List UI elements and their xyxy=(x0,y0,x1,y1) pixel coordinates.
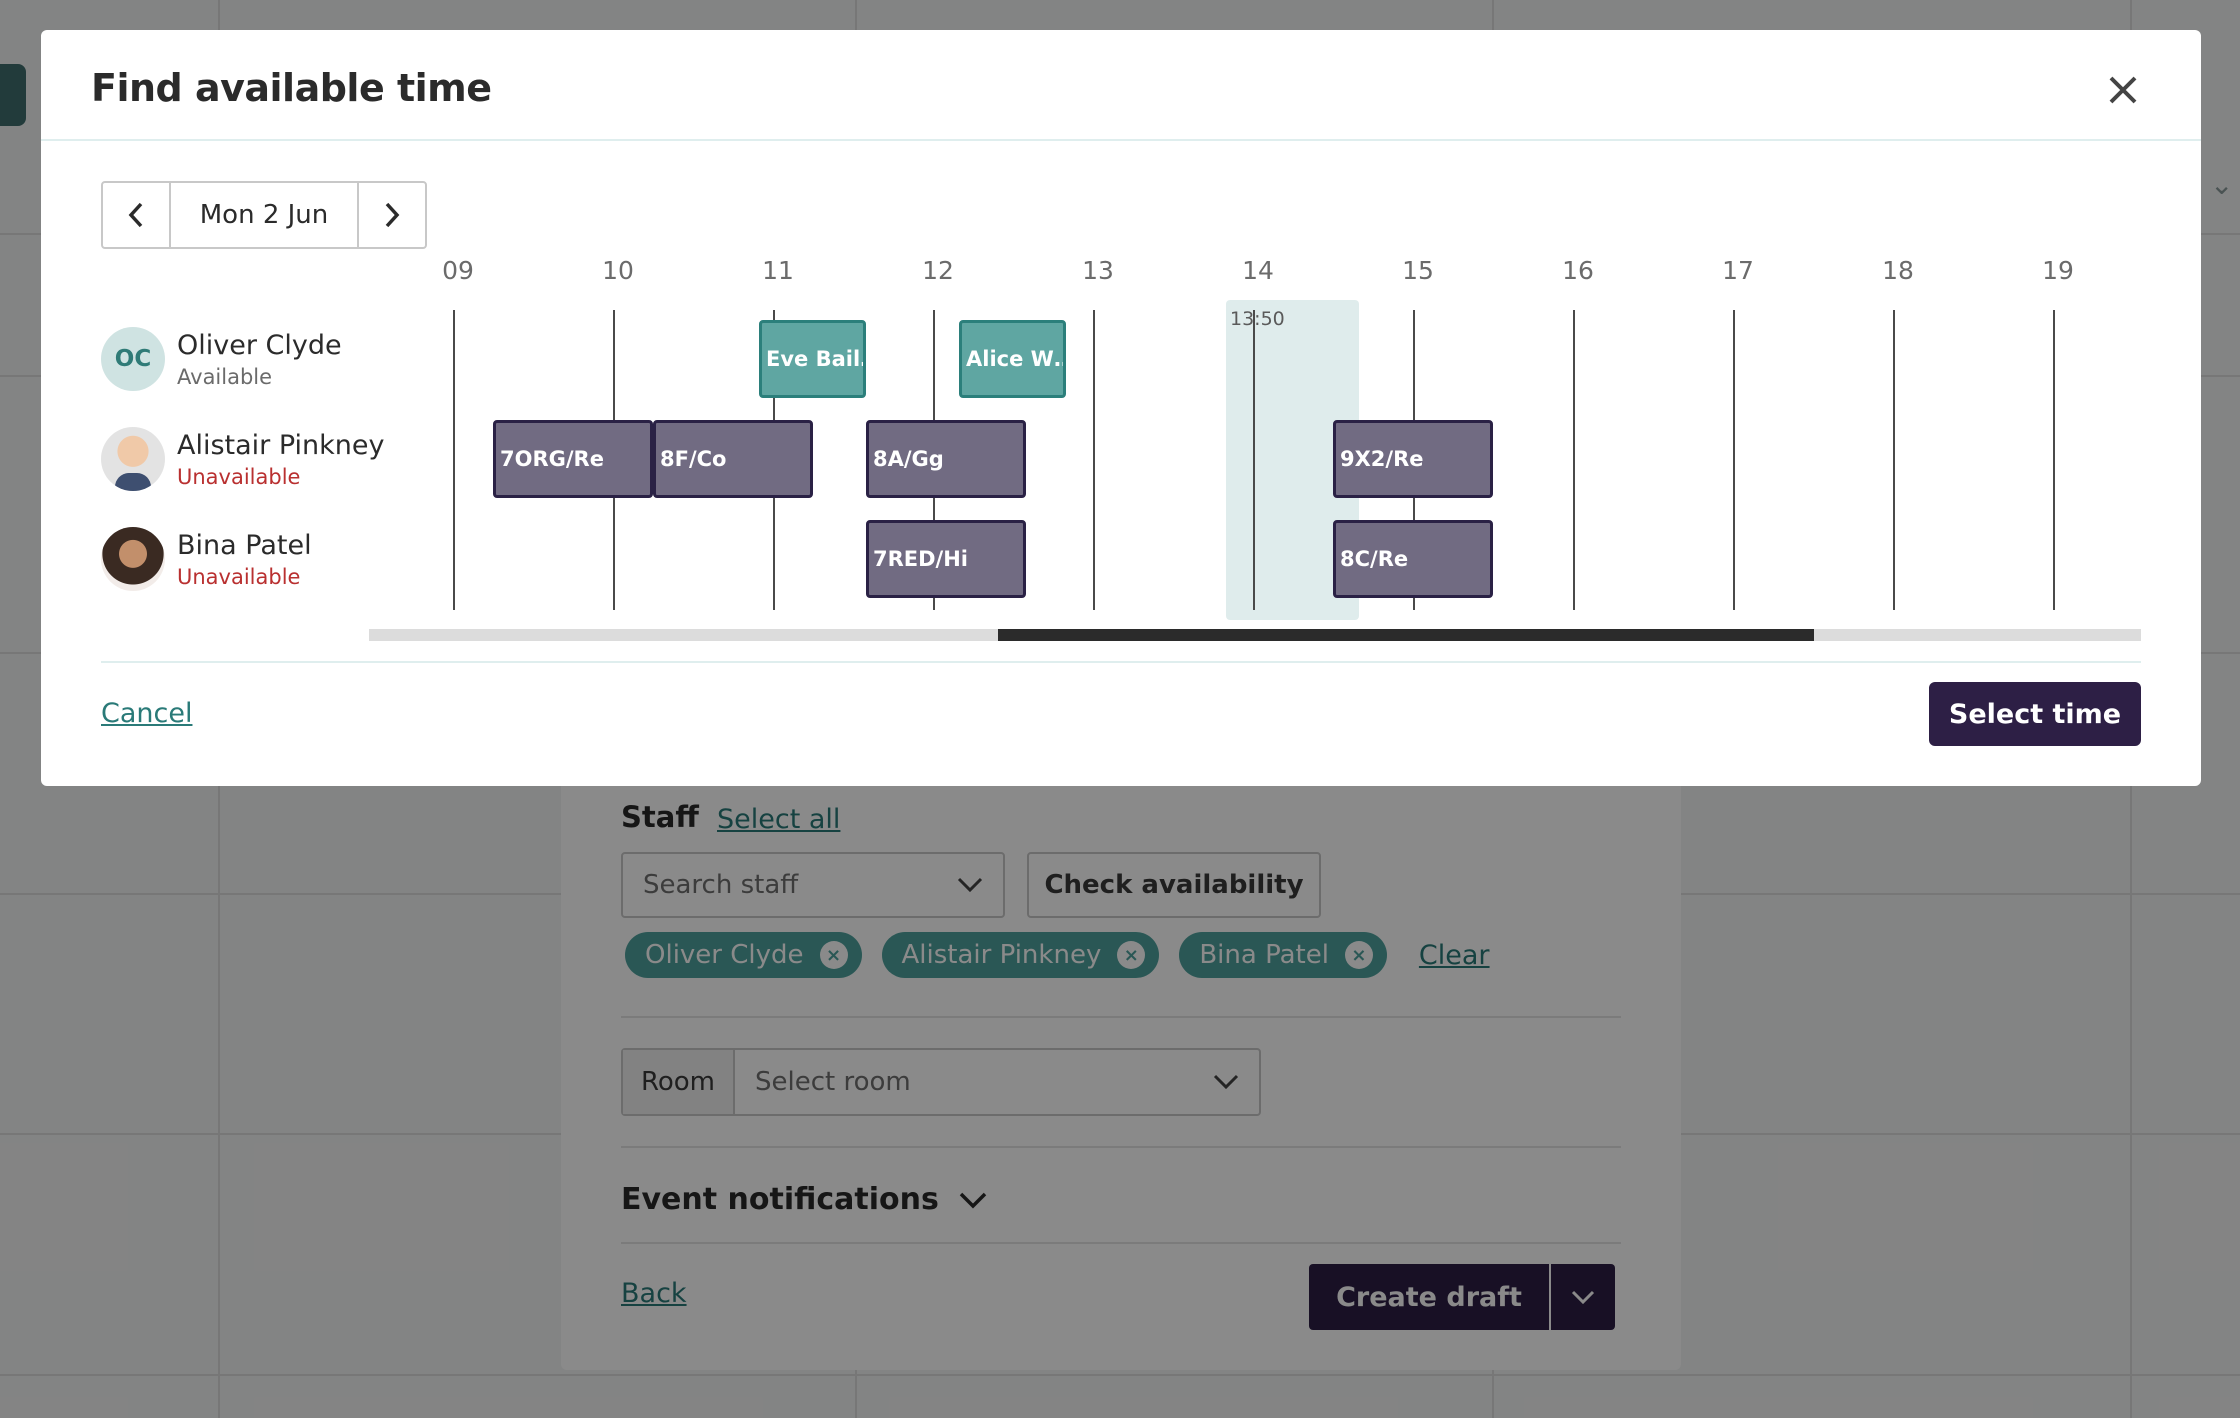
date-navigator: Mon 2 Jun xyxy=(101,181,427,249)
chevron-right-icon xyxy=(385,202,400,228)
chevron-left-icon xyxy=(128,202,143,228)
availability-status: Unavailable xyxy=(177,464,301,489)
hour-label: 15 xyxy=(1402,256,1434,285)
chevron-down-icon xyxy=(1213,1074,1239,1090)
calendar-event[interactable]: Alice W… xyxy=(959,320,1066,398)
remove-chip-icon[interactable]: × xyxy=(1117,941,1146,969)
person-name: Oliver Clyde xyxy=(177,329,342,361)
hour-gridline xyxy=(1573,310,1575,610)
calendar-event[interactable]: 8A/Gg xyxy=(866,420,1026,498)
chip-label: Bina Patel xyxy=(1199,940,1329,970)
room-placeholder: Select room xyxy=(755,1067,911,1097)
clear-staff-link[interactable]: Clear xyxy=(1418,939,1490,971)
chip-label: Alistair Pinkney xyxy=(901,940,1102,970)
hour-label: 10 xyxy=(602,256,634,285)
current-time-label: 13:50 xyxy=(1230,308,1285,330)
room-field[interactable]: Room Select room xyxy=(621,1048,1261,1116)
select-all-link[interactable]: Select all xyxy=(717,804,841,835)
availability-timeline: 13:50 09 10 11 12 13 14 15 16 17 18 19 O… xyxy=(41,30,2201,670)
divider xyxy=(621,1146,1621,1148)
select-time-button[interactable]: Select time xyxy=(1929,682,2141,746)
modal-header: Find available time xyxy=(41,30,2201,141)
calendar-event[interactable]: 7ORG/Re xyxy=(493,420,653,498)
divider xyxy=(621,1242,1621,1244)
hour-label: 19 xyxy=(2042,256,2074,285)
chevron-down-icon[interactable]: ⌄ xyxy=(2210,168,2234,201)
chevron-down-icon xyxy=(1571,1290,1595,1304)
room-label: Room xyxy=(623,1050,735,1114)
create-draft-menu-button[interactable] xyxy=(1551,1264,1615,1330)
staff-chip: Alistair Pinkney × xyxy=(881,932,1160,978)
calendar-event[interactable]: 9X2/Re xyxy=(1333,420,1493,498)
search-staff-placeholder: Search staff xyxy=(643,870,799,900)
chevron-down-icon xyxy=(957,877,983,893)
hour-gridline xyxy=(2053,310,2055,610)
create-draft-split-button: Create draft xyxy=(1309,1264,1615,1330)
remove-chip-icon[interactable]: × xyxy=(1344,941,1373,969)
current-date: Mon 2 Jun xyxy=(169,183,359,247)
event-form-card: Staff Select all Search staff Check avai… xyxy=(561,720,1681,1370)
event-notifications-label: Event notifications xyxy=(621,1182,939,1217)
remove-chip-icon[interactable]: × xyxy=(819,941,848,969)
avatar xyxy=(101,527,165,591)
hour-gridline xyxy=(1093,310,1095,610)
hour-gridline xyxy=(453,310,455,610)
grid-line xyxy=(0,1374,2240,1376)
back-link[interactable]: Back xyxy=(621,1278,687,1309)
create-draft-button[interactable]: Create draft xyxy=(1309,1264,1549,1330)
staff-section-title: Staff xyxy=(621,800,699,834)
person-row-bina-patel: Bina Patel Unavailable xyxy=(101,527,312,591)
modal-title: Find available time xyxy=(91,66,492,110)
hour-label: 11 xyxy=(762,256,794,285)
staff-chip: Bina Patel × xyxy=(1179,932,1387,978)
hour-label: 14 xyxy=(1242,256,1274,285)
chevron-down-icon xyxy=(959,1192,987,1208)
availability-status: Unavailable xyxy=(177,564,301,589)
room-select[interactable]: Select room xyxy=(735,1050,1259,1114)
close-icon[interactable] xyxy=(2103,70,2143,110)
person-row-alistair-pinkney: Alistair Pinkney Unavailable xyxy=(101,427,385,491)
selected-staff-chips: Oliver Clyde × Alistair Pinkney × Bina P… xyxy=(625,932,1490,978)
hour-label: 12 xyxy=(922,256,954,285)
person-name: Alistair Pinkney xyxy=(177,429,385,461)
timeline-scrollbar-thumb[interactable] xyxy=(998,629,1814,641)
person-info: Alistair Pinkney Unavailable xyxy=(177,430,385,489)
check-availability-button[interactable]: Check availability xyxy=(1027,852,1321,918)
avatar: OC xyxy=(101,327,165,391)
next-day-button[interactable] xyxy=(359,183,425,247)
calendar-event[interactable]: Eve Bail… xyxy=(759,320,866,398)
find-available-time-modal: Find available time Mon 2 Jun 13:50 09 1… xyxy=(41,30,2201,786)
side-tab[interactable] xyxy=(0,64,26,126)
avatar xyxy=(101,427,165,491)
calendar-event[interactable]: 8C/Re xyxy=(1333,520,1493,598)
chip-label: Oliver Clyde xyxy=(645,940,804,970)
hour-gridline xyxy=(1733,310,1735,610)
hour-label: 16 xyxy=(1562,256,1594,285)
hour-label: 09 xyxy=(442,256,474,285)
divider xyxy=(101,661,2141,663)
divider xyxy=(621,1016,1621,1018)
cancel-link[interactable]: Cancel xyxy=(101,698,193,729)
hour-label: 18 xyxy=(1882,256,1914,285)
hour-gridline xyxy=(1253,310,1255,610)
event-notifications-toggle[interactable]: Event notifications xyxy=(621,1182,987,1217)
previous-day-button[interactable] xyxy=(103,183,169,247)
hour-label: 13 xyxy=(1082,256,1114,285)
calendar-event[interactable]: 7RED/Hi xyxy=(866,520,1026,598)
staff-chip: Oliver Clyde × xyxy=(625,932,862,978)
person-info: Oliver Clyde Available xyxy=(177,330,342,389)
hour-label: 17 xyxy=(1722,256,1754,285)
hour-gridline xyxy=(1893,310,1895,610)
person-name: Bina Patel xyxy=(177,529,312,561)
availability-status: Available xyxy=(177,364,273,389)
person-row-oliver-clyde: OC Oliver Clyde Available xyxy=(101,327,342,391)
search-staff-select[interactable]: Search staff xyxy=(621,852,1005,918)
person-info: Bina Patel Unavailable xyxy=(177,530,312,589)
calendar-event[interactable]: 8F/Co xyxy=(653,420,813,498)
